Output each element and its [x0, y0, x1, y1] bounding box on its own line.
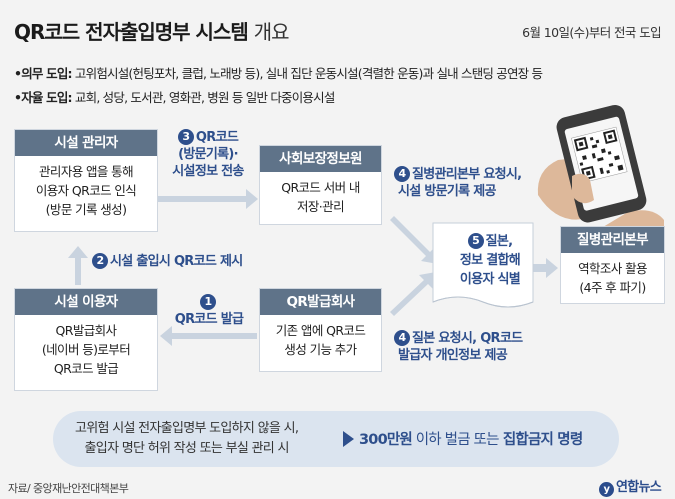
- arrow-issuer-to-center: [390, 272, 436, 316]
- ssis-title: 사회보장정보원: [260, 146, 381, 172]
- arrow-manager-to-ssis: [158, 189, 258, 209]
- facility-user-box: 시설 이용자 QR발급회사 (네이버 등)로부터 QR코드 발급: [14, 288, 158, 391]
- yonhap-mark-icon: y: [598, 482, 614, 497]
- bullet-mandatory: •의무 도입: 고위험시설(헌팅포차, 클럽, 노래방 등), 실내 집단 운동…: [14, 66, 543, 81]
- arrow-issuer-to-user: [160, 326, 257, 346]
- ssis-box: 사회보장정보원 QR코드 서버 내 저장·관리: [259, 145, 382, 225]
- kdca-box: 질병관리본부 역학조사 활용 (4주 후 파기): [560, 226, 665, 304]
- bullet-voluntary: •자율 도입: 교회, 성당, 도서관, 영화관, 병원 등 일반 다중이용시설: [14, 90, 335, 105]
- date-note: 6월 10일(수)부터 전국 도입: [522, 25, 661, 40]
- triangle-right-icon: [343, 431, 354, 447]
- arrow-user-to-manager: [68, 246, 88, 285]
- penalty-text: 300만원 이하 벌금 또는 집합금지 명령: [359, 432, 583, 448]
- facility-user-title: 시설 이용자: [15, 289, 157, 315]
- facility-manager-title: 시설 관리자: [15, 130, 157, 156]
- page-title: QR코드 전자출입명부 시스템 개요: [14, 20, 290, 44]
- thumb-icon: [572, 173, 594, 204]
- penalty-panel: 고위험 시설 전자출입명부 도입하지 않을 시, 출입자 명단 허위 작성 또는…: [53, 411, 619, 467]
- document-icon: [432, 222, 534, 308]
- facility-manager-box: 시설 관리자 관리자용 앱을 통해 이용자 QR코드 인식 (방문 기록 생성): [14, 129, 158, 232]
- arrow-center-to-kdca: [530, 258, 558, 278]
- qr-issuer-title: QR발급회사: [260, 289, 381, 315]
- source-credit: 자료/ 중앙재난안전대책본부: [8, 482, 129, 495]
- arrow-ssis-to-center: [390, 216, 438, 264]
- step-1-label: 1 QR코드 발급: [174, 294, 244, 327]
- phone-qr-illustration: [537, 104, 664, 230]
- kdca-title: 질병관리본부: [561, 227, 664, 253]
- penalty-conditions: 고위험 시설 전자출입명부 도입하지 않을 시, 출입자 명단 허위 작성 또는…: [75, 421, 299, 456]
- qr-issuer-box: QR발급회사 기존 앱에 QR코드 생성 기능 추가: [259, 288, 382, 372]
